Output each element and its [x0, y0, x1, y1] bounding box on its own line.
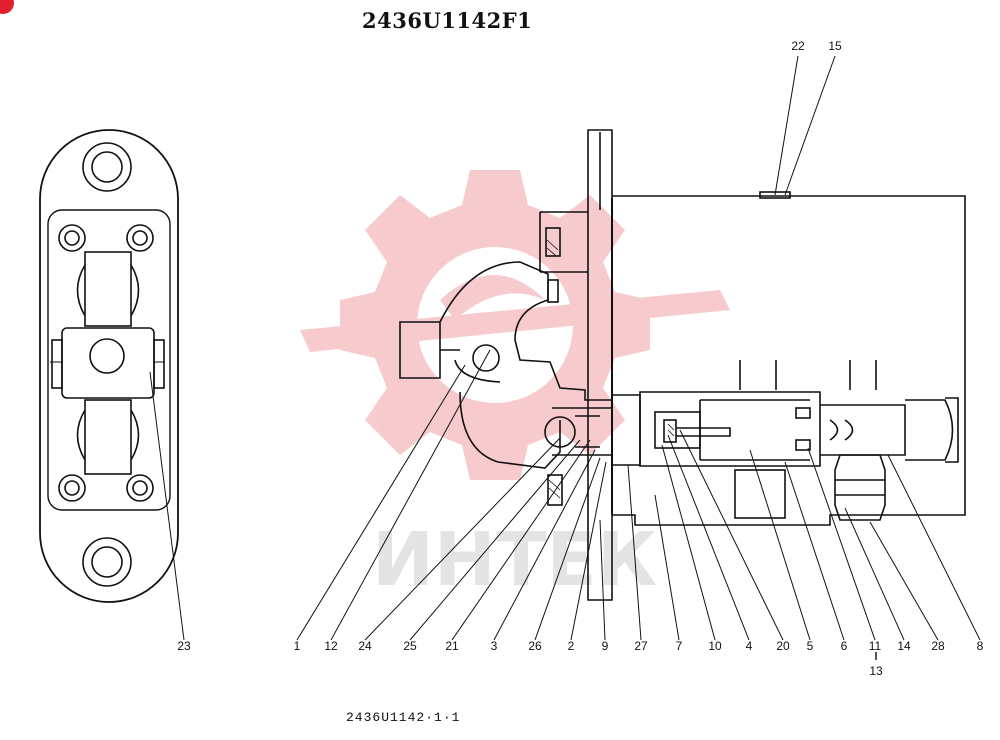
- callout-6: 6: [841, 639, 848, 653]
- flange-view: [39, 129, 179, 603]
- callout-labels: 22 15 23 1 12 24 25 21 3 26 2 9 27 7 10 4 20 5 6 11 14 28 8 13: [177, 39, 983, 678]
- callout-3: 3: [491, 639, 498, 653]
- callout-9: 9: [602, 639, 609, 653]
- callout-1: 1: [294, 639, 301, 653]
- corner-badge: [0, 0, 14, 14]
- callout-20: 20: [776, 639, 790, 653]
- callout-22: 22: [791, 39, 805, 53]
- callout-21: 21: [445, 639, 459, 653]
- line-art: [39, 55, 981, 660]
- callout-24: 24: [358, 639, 372, 653]
- callout-7: 7: [676, 639, 683, 653]
- callout-12: 12: [324, 639, 338, 653]
- callout-25: 25: [403, 639, 417, 653]
- callout-5: 5: [807, 639, 814, 653]
- callout-2: 2: [568, 639, 575, 653]
- callout-14: 14: [897, 639, 911, 653]
- callout-8: 8: [977, 639, 984, 653]
- callout-4: 4: [746, 639, 753, 653]
- callout-15: 15: [828, 39, 842, 53]
- watermark: ИНТЕК: [300, 170, 730, 603]
- watermark-gear-icon: [300, 170, 730, 480]
- callout-11: 11: [869, 639, 882, 653]
- callout-28: 28: [931, 639, 945, 653]
- valve-section: [399, 129, 966, 601]
- callout-26: 26: [528, 639, 542, 653]
- callout-10: 10: [708, 639, 722, 653]
- watermark-text: ИНТЕК: [372, 517, 657, 603]
- callout-13: 13: [869, 664, 883, 678]
- leader-lines: [149, 55, 981, 660]
- drawing-footer: 2436U1142·1·1: [346, 710, 461, 725]
- callout-23: 23: [177, 639, 191, 653]
- drawing-title: 2436U1142F1: [362, 8, 533, 33]
- callout-27: 27: [634, 639, 648, 653]
